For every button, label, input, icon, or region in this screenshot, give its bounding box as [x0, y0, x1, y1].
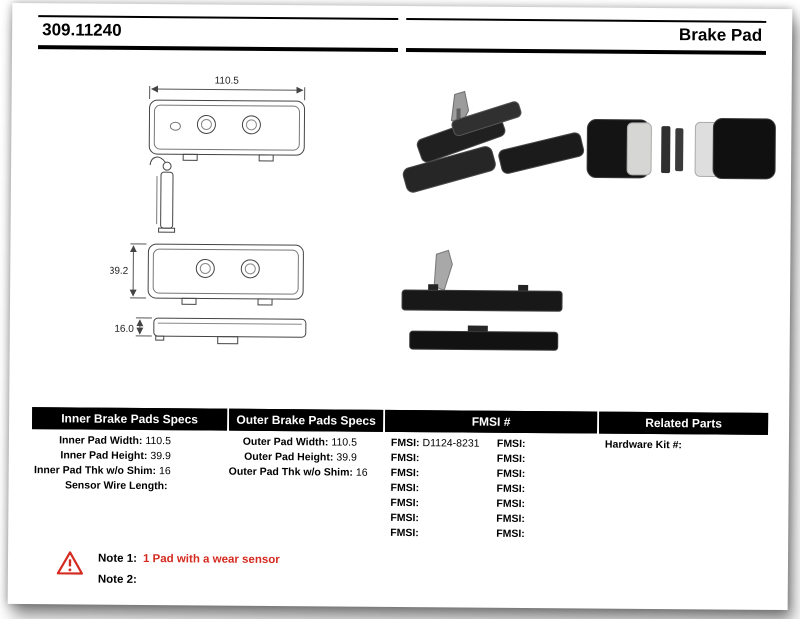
pad-technical-drawing: 110.5	[110, 76, 307, 345]
table-header-inner: Inner Brake Pads Specs	[32, 407, 228, 431]
fmsi-label: FMSI:	[390, 526, 419, 540]
outer-specs-column: Outer Pad Width:110.5 Outer Pad Height:3…	[228, 435, 383, 541]
dimension-width-label: 110.5	[215, 76, 240, 87]
brake-pads-photo-side	[401, 249, 563, 351]
spec-row: Inner Pad Width:110.5	[32, 433, 227, 450]
spec-row: Sensor Wire Length:	[32, 478, 227, 495]
width-dimension: 110.5	[149, 76, 306, 101]
pad-side-drawing	[149, 156, 176, 233]
fmsi-cell: FMSI:	[491, 452, 597, 468]
fmsi-cell: FMSI:	[384, 526, 490, 542]
spec-value: 39.9	[336, 451, 357, 464]
pad-front-drawing-2	[147, 243, 304, 306]
part-number: 309.11240	[38, 15, 399, 52]
table-header-outer: Outer Brake Pads Specs	[229, 408, 384, 432]
page-title: Brake Pad	[405, 18, 767, 55]
note1-text: 1 Pad with a wear sensor	[142, 552, 280, 567]
related-label: Hardware Kit #:	[604, 438, 682, 452]
fmsi-cell: FMSI:	[384, 496, 490, 512]
fmsi-cell: FMSI:	[385, 466, 491, 482]
fmsi-cell: FMSI:	[491, 467, 597, 483]
fmsi-label: FMSI:	[390, 436, 420, 450]
fmsi-column: FMSI:D1124-8231 FMSI: FMSI: FMSI: FMSI: …	[384, 436, 597, 543]
spec-table-header-row: Inner Brake Pads Specs Outer Brake Pads …	[32, 407, 769, 435]
dimension-thickness-label: 16.0	[114, 324, 134, 335]
fmsi-cell: FMSI:	[490, 512, 596, 528]
fmsi-cell: FMSI:D1124-8231	[385, 436, 491, 452]
spec-label: Outer Pad Height:	[244, 450, 334, 464]
fmsi-label: FMSI:	[390, 481, 420, 495]
spec-label: Inner Pad Width:	[59, 434, 143, 447]
spec-row: Outer Pad Thk w/o Shim:16	[229, 465, 383, 481]
spec-label: Inner Pad Height:	[60, 449, 148, 463]
spec-value: 16	[355, 466, 368, 479]
brake-pads-photo-pair	[586, 118, 776, 180]
fmsi-label: FMSI:	[390, 511, 419, 525]
fmsi-label: FMSI:	[496, 497, 526, 510]
spec-value: 110.5	[145, 435, 171, 448]
inner-specs-column: Inner Pad Width:110.5 Inner Pad Height:3…	[31, 433, 227, 540]
spec-value: 16	[158, 465, 171, 478]
fmsi-cell: FMSI:	[384, 511, 490, 527]
fmsi-cell: FMSI:	[490, 497, 596, 513]
fmsi-cell: FMSI:	[491, 437, 597, 453]
pad-front-drawing	[148, 99, 306, 162]
spec-label: Inner Pad Thk w/o Shim:	[34, 464, 157, 478]
related-parts-column: Hardware Kit #:	[598, 438, 768, 544]
fmsi-cell: FMSI:	[385, 481, 491, 497]
fmsi-cell: FMSI:	[491, 482, 597, 498]
wear-sensor-clip-side	[433, 249, 453, 292]
fmsi-label: FMSI:	[496, 482, 526, 495]
fmsi-label: FMSI:	[390, 451, 420, 465]
spec-row: Outer Pad Height:39.9	[229, 450, 383, 466]
dimension-height-label: 39.2	[110, 266, 129, 277]
spec-value: 110.5	[331, 436, 357, 449]
height-dimension: 39.2	[110, 243, 147, 299]
related-row: Hardware Kit #:	[599, 438, 768, 454]
fmsi-label: FMSI:	[390, 496, 420, 510]
spec-label: Sensor Wire Length:	[64, 479, 168, 493]
note-2: Note 2:	[98, 574, 143, 586]
spec-row: Inner Pad Thk w/o Shim:16	[32, 463, 227, 480]
note-1: Note 1: 1 Pad with a wear sensor	[98, 553, 280, 566]
thickness-dimension: 16.0	[114, 317, 152, 337]
warning-icon	[56, 551, 83, 575]
table-header-related: Related Parts	[599, 411, 769, 435]
fmsi-label: FMSI:	[496, 452, 526, 465]
spec-row: Inner Pad Height:39.9	[32, 448, 227, 465]
pad-profile-drawing	[153, 317, 307, 345]
spec-table: Inner Brake Pads Specs Outer Brake Pads …	[31, 407, 769, 544]
brake-pads-photo-angled	[402, 90, 585, 193]
note2-label: Note 2:	[97, 573, 137, 586]
fmsi-label: FMSI:	[496, 467, 526, 480]
spec-value: 39.9	[150, 450, 171, 463]
spec-sheet-page: 309.11240 Brake Pad 110.5	[7, 2, 793, 611]
fmsi-cell: FMSI:	[490, 527, 596, 543]
note1-label: Note 1:	[97, 552, 138, 565]
fmsi-cell: FMSI:	[385, 451, 491, 467]
fmsi-value: D1124-8231	[422, 437, 480, 450]
fmsi-label: FMSI:	[390, 466, 420, 480]
spec-label: Outer Pad Width:	[242, 435, 329, 449]
table-header-fmsi: FMSI #	[385, 409, 598, 434]
fmsi-label: FMSI:	[496, 512, 525, 525]
spec-row: Outer Pad Width:110.5	[229, 435, 383, 451]
spec-label: Outer Pad Thk w/o Shim:	[228, 465, 354, 479]
fmsi-label: FMSI:	[496, 437, 526, 450]
notes-section: Note 1: 1 Pad with a wear sensor Note 2:	[56, 548, 476, 603]
header: 309.11240 Brake Pad	[38, 15, 767, 55]
fmsi-label: FMSI:	[496, 527, 525, 540]
